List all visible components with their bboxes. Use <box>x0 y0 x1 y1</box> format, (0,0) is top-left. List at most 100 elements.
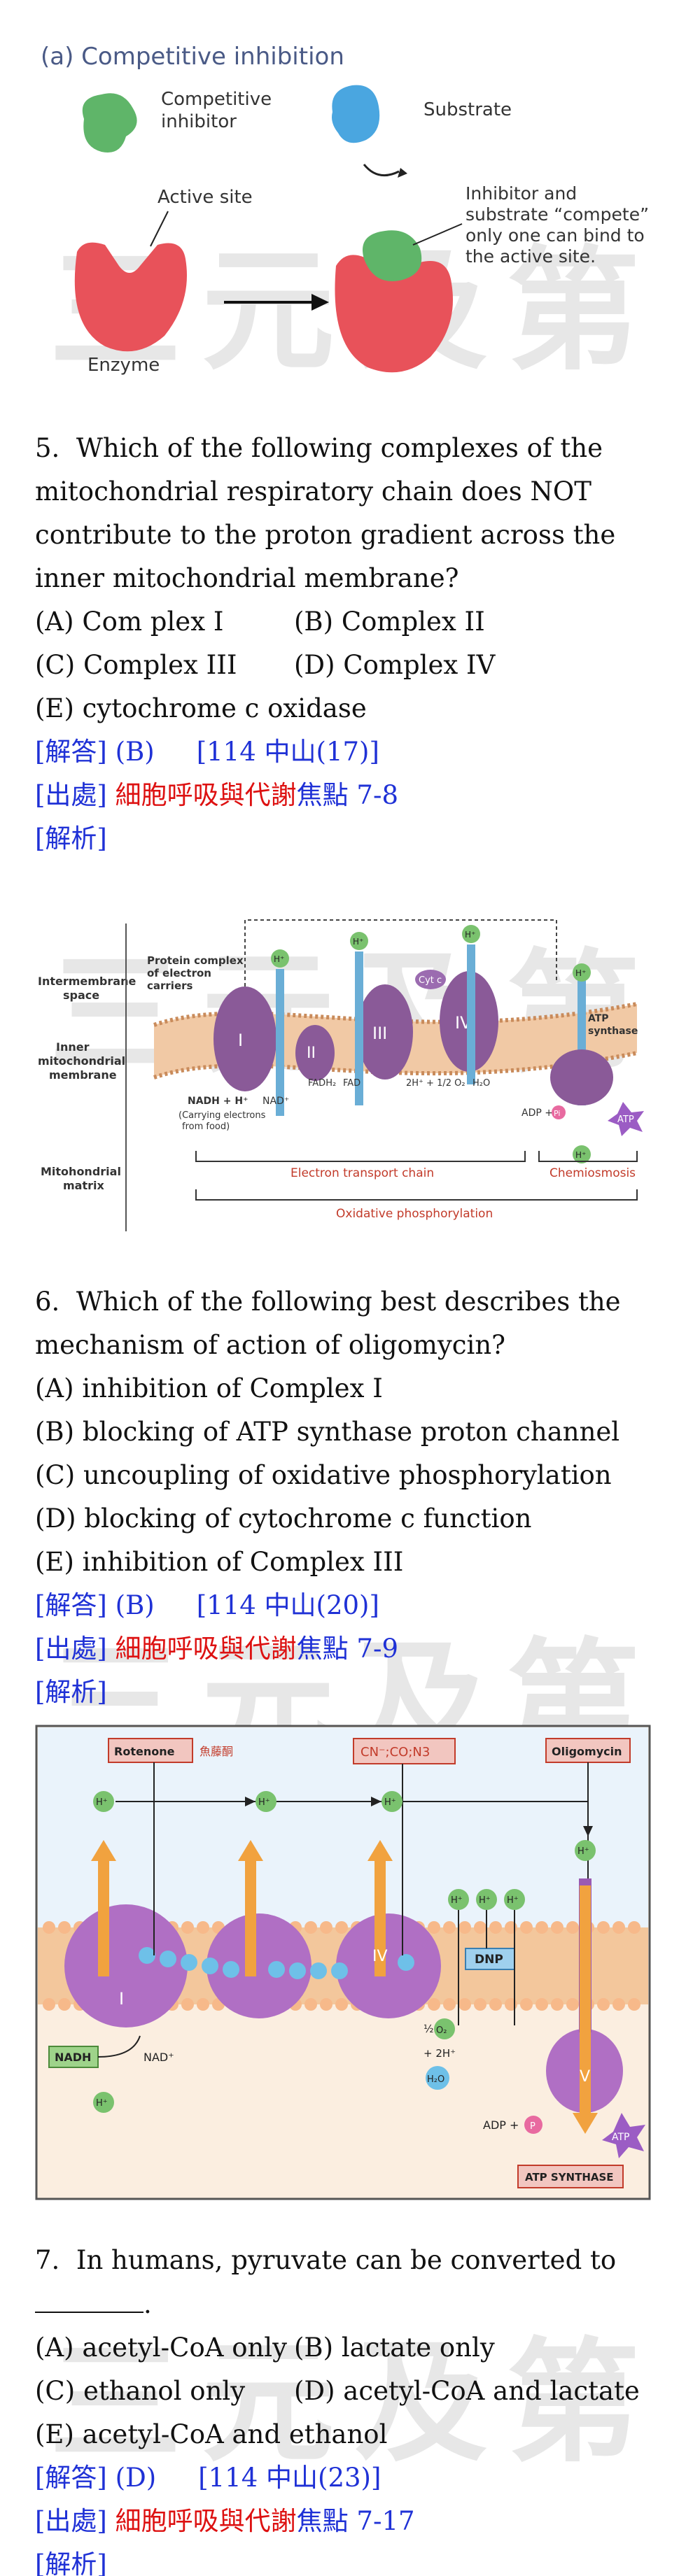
period: . <box>144 2289 152 2319</box>
membrane-inner-edge <box>153 1051 638 1080</box>
compete-pointer <box>412 223 463 246</box>
oligomycin-label: Oligomycin <box>552 1745 622 1758</box>
cyanide-label: CN⁻;CO;N3 <box>360 1745 430 1760</box>
h-label: H⁺ <box>507 1895 519 1906</box>
answer-reference: [114 中山(23)] <box>198 2463 382 2493</box>
adp-label: ADP + <box>483 2118 519 2132</box>
proton-arrowhead-3 <box>368 1840 393 1861</box>
atp-synthase-box <box>517 2165 624 2188</box>
analysis-label: [解析] <box>35 823 107 854</box>
roman-v: V <box>580 2068 590 2086</box>
option-c: (C) ethanol only <box>35 2376 246 2406</box>
source-topic: 細胞呼吸與代謝 <box>115 1634 297 1664</box>
oligomycin-box <box>545 1738 631 1763</box>
oxphos-label: Oxidative phosphorylation <box>336 1207 493 1221</box>
arrow-head <box>398 168 407 178</box>
answer-reference: [114 中山(17)] <box>196 737 379 767</box>
complex-iv <box>336 1913 441 2018</box>
proton-arrow-1 <box>98 1857 109 1976</box>
cytochrome-c <box>415 970 446 989</box>
answer-value: (D) <box>115 2463 157 2493</box>
rotenone-label: Rotenone <box>114 1745 175 1758</box>
question-5: 5. Which of the following complexes of t… <box>35 427 651 861</box>
option-b: (B) lactate only <box>294 2333 495 2363</box>
fad-label: FAD <box>343 1078 360 1089</box>
question-number: 5. <box>35 433 60 463</box>
pi-circle <box>552 1105 566 1119</box>
substrate-shape <box>332 85 380 143</box>
inner-membrane-label-3: membrane <box>49 1068 117 1082</box>
proton-1 <box>271 949 289 968</box>
compete-note-2: substrate “compete” <box>465 204 649 225</box>
competitive-inhibitor-shape <box>82 93 137 153</box>
analysis-label: [解析] <box>35 1677 107 1707</box>
complex-ii <box>295 1025 335 1081</box>
inner-membrane-label-1: Inner <box>56 1040 90 1054</box>
proton-3 <box>462 925 480 943</box>
source-line: [出處] 細胞呼吸與代謝焦點 7-9 <box>35 1627 651 1671</box>
carrying-label-2: from food) <box>182 1121 230 1132</box>
rotenone-box <box>108 1738 193 1763</box>
h-label: H⁺ <box>578 1846 589 1857</box>
option-e: (E) inhibition of Complex III <box>35 1547 404 1577</box>
competitive-inhibition-figure: (a) Competitive inhibition Competitive i… <box>41 43 649 376</box>
water-label: H₂O <box>472 1078 490 1089</box>
option-c: (C) uncoupling of oxidative phosphorylat… <box>35 1460 612 1490</box>
option-d: (D) acetyl-CoA and lactate <box>294 2376 640 2406</box>
complex-i <box>214 986 276 1091</box>
proton-arrow-iv <box>467 944 475 1084</box>
h-label: H⁺ <box>575 1150 586 1160</box>
h-label: H⁺ <box>465 930 475 940</box>
question-6-stem: 6. Which of the following best describes… <box>35 1280 651 1367</box>
roman-ii: II <box>307 1045 316 1062</box>
roman-i: I <box>238 1031 243 1050</box>
etc-inhibitors-figure: Rotenone 魚藤酮 CN⁻;CO;N3 Oligomycin H⁺ H⁺ … <box>35 1725 651 2200</box>
atp-label: ATP <box>617 1114 634 1125</box>
phosphate-circle <box>524 2116 542 2134</box>
inhibitor-label-line2: inhibitor <box>161 111 237 132</box>
atp-star <box>608 1102 644 1136</box>
oxphos-bracket <box>195 1189 638 1201</box>
question-text: Which of the following complexes of the … <box>35 433 616 593</box>
enzyme-shape <box>74 242 187 352</box>
plus-2h-label: + 2H⁺ <box>424 2047 456 2060</box>
oxygen-label: O₂ <box>436 2025 447 2036</box>
atp-synthase-label: ATP SYNTHASE <box>525 2171 614 2184</box>
proton-arrow-synthase <box>580 1885 591 2116</box>
matrix-label-2: matrix <box>63 1179 104 1192</box>
proton-matrix <box>93 2092 114 2113</box>
source-label: [出處] <box>35 1634 107 1664</box>
answer-line: [解答] (B) [114 中山(17)] <box>35 730 651 774</box>
fadh2-label: FADH₂ <box>308 1078 336 1089</box>
source-line: [出處] 細胞呼吸與代謝焦點 7-17 <box>35 2500 651 2543</box>
proton-arrowhead-2 <box>238 1840 263 1861</box>
oxygen-label: 2H⁺ + 1/2 O₂ <box>406 1078 465 1089</box>
inner-membrane-label-2: mitochondrial <box>38 1054 125 1068</box>
source-label: [出處] <box>35 2506 107 2536</box>
matrix-label-1: Mitohondrial <box>41 1165 121 1178</box>
h-label: H⁺ <box>384 1797 396 1808</box>
answer-label: [解答] <box>35 1590 107 1620</box>
source-point: 焦點 7-8 <box>296 780 398 810</box>
chemiosmosis-bracket <box>538 1151 638 1162</box>
figure-title: (a) Competitive inhibition <box>41 43 344 71</box>
watermark: 三元及第 <box>49 2330 651 2477</box>
etc-bracket <box>195 1151 526 1162</box>
compete-note-4: the active site. <box>465 246 596 267</box>
proton-top-1 <box>93 1791 114 1812</box>
answer-line: [解答] (B)[114 中山(20)] <box>35 1584 651 1627</box>
atp-synthase-label-2: synthase <box>588 1026 638 1037</box>
proton-dnp-2 <box>476 1889 497 1910</box>
rotenone-chinese-label: 魚藤酮 <box>200 1745 233 1758</box>
source-point: 焦點 7-9 <box>296 1634 398 1664</box>
option-a: (A) Com plex I <box>35 607 224 637</box>
answer-value: (B) <box>115 737 155 767</box>
proton-arrow-3 <box>374 1857 386 1976</box>
option-a: (A) acetyl-CoA only <box>35 2333 288 2363</box>
answer-label: [解答] <box>35 737 107 767</box>
atp-label: ATP <box>612 2132 629 2143</box>
question-number: 7. <box>35 2245 60 2275</box>
proton-4 <box>573 963 591 982</box>
bound-inhibitor-shape <box>363 230 422 281</box>
